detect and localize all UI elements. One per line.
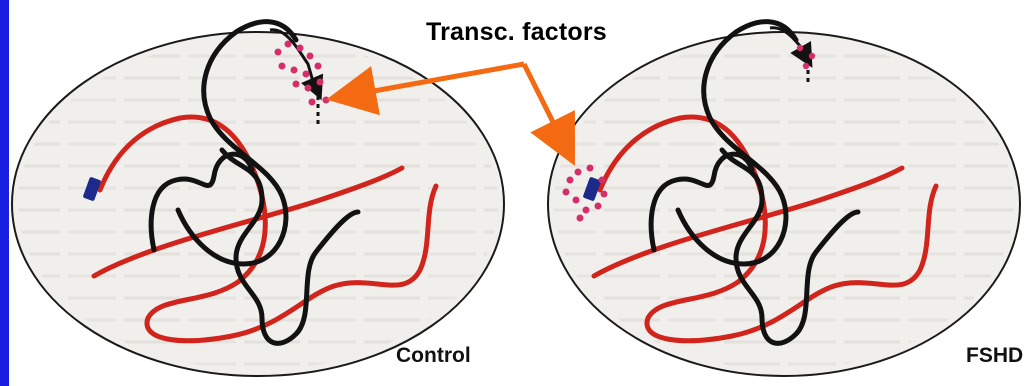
fshd-label: FSHD bbox=[966, 344, 1023, 368]
transcription-factors-label: Transc. factors bbox=[426, 18, 607, 47]
control-label: Control bbox=[396, 344, 471, 368]
arrow-to-fshd bbox=[524, 64, 566, 148]
